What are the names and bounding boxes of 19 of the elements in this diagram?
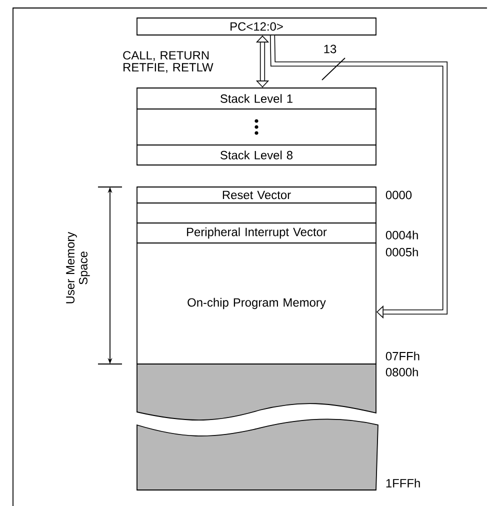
edge-label: 13 — [324, 44, 336, 54]
arrow — [270, 35, 448, 319]
memory-cell: Peripheral Interrupt Vector 0004h — [136, 222, 418, 244]
stack-cell: Stack Level 8 — [136, 144, 376, 166]
node-label: 0005h — [386, 248, 418, 256]
node-label: 0004h — [386, 230, 418, 240]
node-label: 07FFh — [386, 352, 420, 360]
stack-cell: Stack Level 1 — [136, 88, 376, 110]
dimension-label: User Memory Space — [66, 232, 90, 304]
shaded-block: 1FFFh — [136, 418, 420, 490]
node-label: 0000 — [386, 190, 412, 200]
node-label: 0800h — [386, 368, 418, 376]
shaded-block: 0800h — [136, 364, 418, 420]
register-box: PC<12:0> — [136, 18, 376, 36]
memory-cell: Reset Vector 0000 — [136, 186, 412, 204]
empty-cell — [136, 202, 376, 224]
node-label: 1FFFh — [386, 478, 420, 488]
ellipsis-cell — [136, 108, 376, 146]
edge-label: CALL, RETURN RETFIE, RETLW — [123, 51, 214, 73]
